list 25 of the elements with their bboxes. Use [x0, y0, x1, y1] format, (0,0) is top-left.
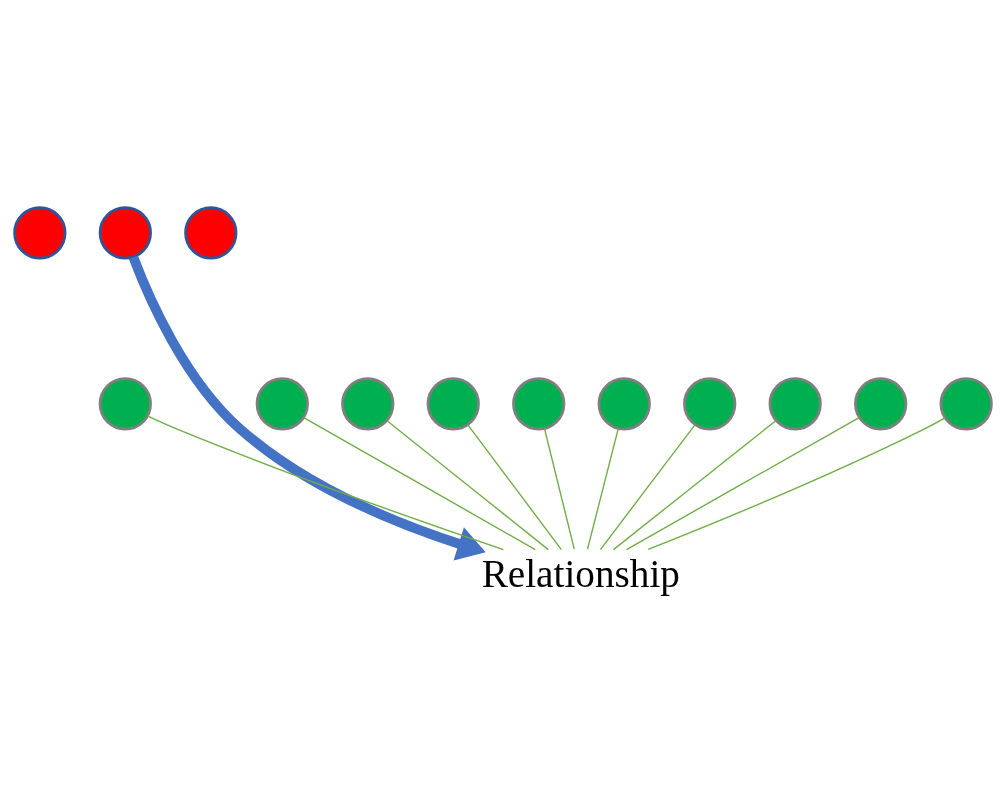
connector [599, 423, 696, 550]
node-circle [511, 376, 565, 430]
node-circle [98, 376, 152, 430]
node-circle [939, 376, 993, 430]
connector [625, 416, 860, 550]
connector [543, 427, 575, 550]
connector [466, 423, 562, 550]
node-circle [255, 376, 309, 430]
connector [146, 414, 504, 550]
node-circle [853, 376, 907, 430]
connector [586, 427, 619, 550]
node-circle [340, 376, 394, 430]
node-circle [183, 205, 237, 260]
node-circle [768, 376, 822, 430]
node-circle [426, 376, 480, 430]
arrow [128, 255, 486, 560]
connector [647, 416, 946, 550]
node-circle [98, 205, 152, 260]
connector [385, 419, 549, 550]
node-circle [597, 376, 651, 430]
node-circle [12, 205, 66, 260]
node-text: Relationship [481, 551, 680, 595]
node-circle [682, 376, 736, 430]
connector [612, 419, 776, 550]
connector [302, 416, 536, 550]
